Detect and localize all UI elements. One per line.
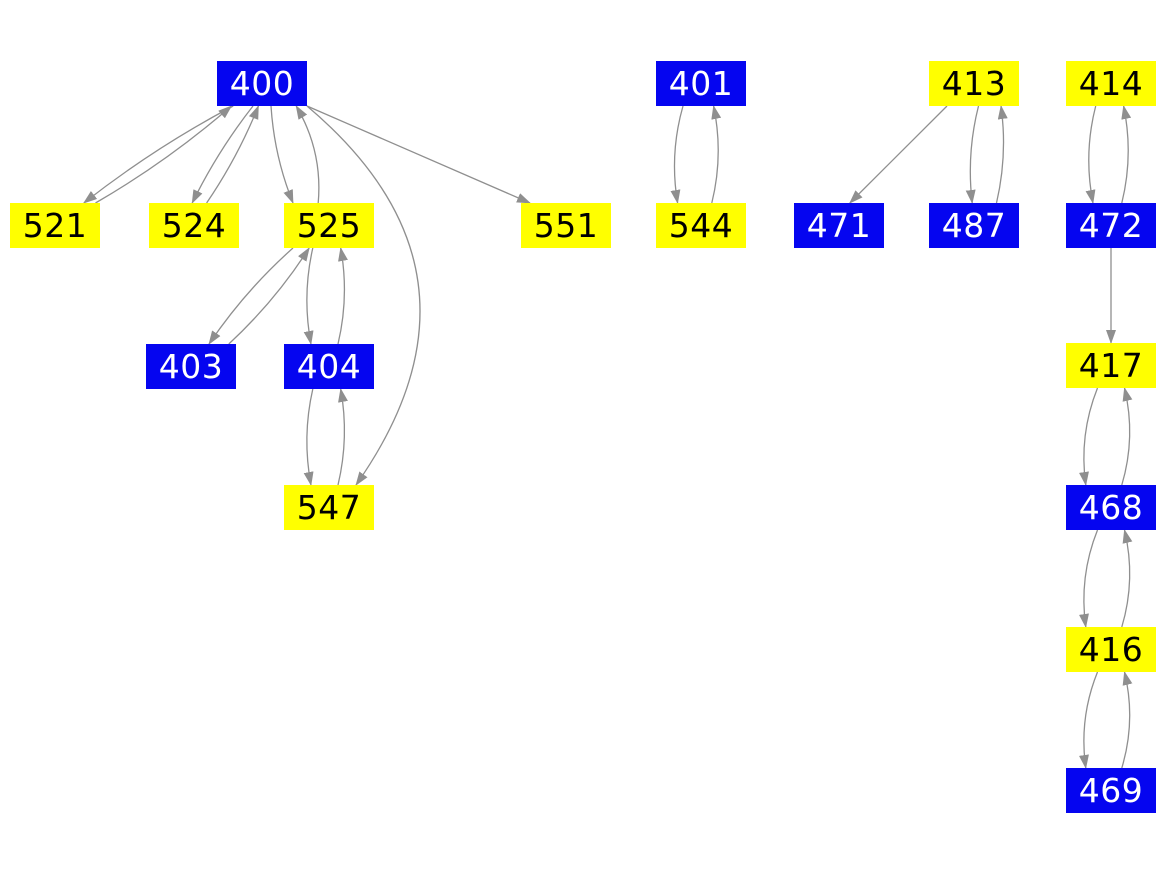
edge-401-544 [670,105,684,204]
graph-node-472: 472 [1066,203,1156,248]
edge-547-404 [337,388,348,486]
edge-400-551 [306,105,531,204]
graph-node-414: 414 [1066,61,1156,106]
edge-400-547 [306,105,421,486]
graph-node-521: 521 [10,203,100,248]
graph-node-469: 469 [1066,768,1156,813]
edge-469-416 [1121,671,1133,769]
edge-524-400 [206,105,260,204]
graph-node-525: 525 [284,203,374,248]
edge-404-525 [337,247,348,345]
graph-node-417: 417 [1066,343,1156,388]
edge-525-404 [303,247,314,345]
edge-468-417 [1121,387,1133,486]
graph-node-487: 487 [929,203,1019,248]
graph-node-524: 524 [149,203,239,248]
edge-416-468 [1121,529,1133,628]
graph-node-416: 416 [1066,627,1156,672]
edge-525-400 [295,105,320,204]
edge-544-401 [711,105,722,204]
graph-node-403: 403 [146,344,236,389]
edge-413-487 [965,105,980,204]
edge-400-524 [191,105,254,204]
edge-404-547 [303,388,314,486]
graph-node-404: 404 [284,344,374,389]
graph-node-551: 551 [521,203,611,248]
graph-node-547: 547 [284,485,374,530]
edge-400-521 [83,105,234,204]
edge-400-525 [270,105,294,204]
edge-468-416 [1079,529,1099,628]
edge-487-413 [995,105,1008,204]
edge-525-403 [208,247,294,345]
graph-node-401: 401 [656,61,746,106]
edge-413-471 [849,105,948,204]
edge-417-468 [1079,387,1099,486]
edges [83,105,1133,769]
graph-node-544: 544 [656,203,746,248]
graph-node-468: 468 [1066,485,1156,530]
graph-node-400: 400 [217,61,307,106]
edge-521-400 [95,105,233,204]
graph-node-413: 413 [929,61,1019,106]
edge-472-414 [1121,105,1132,204]
edge-416-469 [1079,671,1099,769]
edge-414-472 [1085,105,1097,204]
graph-node-471: 471 [794,203,884,248]
edge-403-525 [228,247,310,345]
